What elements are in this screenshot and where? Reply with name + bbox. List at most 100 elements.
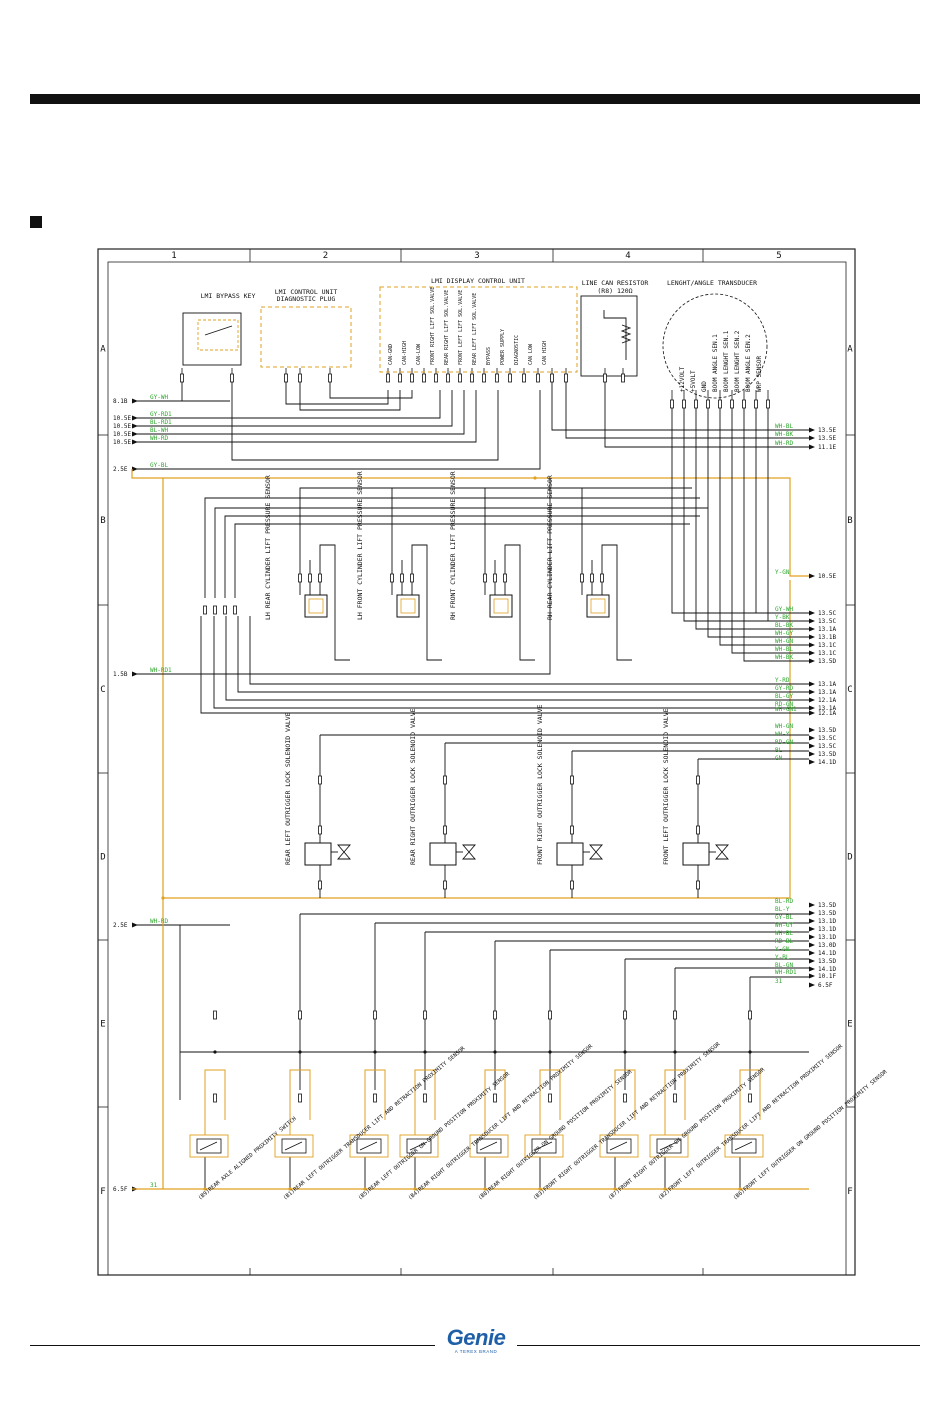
top-connector <box>564 373 568 383</box>
display-pin-label: POWER SUPPLY <box>500 329 506 365</box>
sensor-connector <box>600 573 604 583</box>
right-ref-label: 13.1A <box>818 626 836 633</box>
pressure-sensor-element <box>308 598 324 614</box>
transducer-connector <box>718 399 722 409</box>
sensor-connector <box>493 573 497 583</box>
right-ref-label: 13.5D <box>818 902 836 909</box>
prox-connector <box>493 1010 497 1020</box>
right-ref-wire-label: BL-Y <box>775 906 790 913</box>
left-ref-arrow <box>132 398 138 404</box>
valve-connector <box>696 775 700 785</box>
sensor-wire <box>504 544 535 661</box>
right-ref-wire-label: WH-GN <box>775 723 793 730</box>
row-label-right: A <box>847 345 853 355</box>
right-ref-arrow <box>809 650 815 656</box>
diag-plug-box <box>260 306 352 368</box>
right-ref-label: 13.1D <box>818 934 836 941</box>
prox-switch-contact <box>479 1141 498 1151</box>
right-ref-arrow <box>809 610 815 616</box>
column-label: 5 <box>776 251 781 261</box>
transducer-connector <box>682 399 686 409</box>
prox-sensor-box <box>524 1134 564 1158</box>
right-ref-wire-label: WH-BL <box>775 646 793 653</box>
genie-logo: Genie A TEREX BRAND <box>441 1327 511 1355</box>
valve-connector <box>570 775 574 785</box>
transducer-wire <box>731 408 809 654</box>
right-ref-label: 13.5C <box>818 618 836 625</box>
right-ref-wire-label: WH-BK <box>775 431 793 438</box>
column-label: 4 <box>625 251 630 261</box>
display-pin-label: CAN-HIGH <box>402 341 408 365</box>
valve-connector <box>318 775 322 785</box>
transducer-pin-label: +5VOLT <box>690 370 697 392</box>
sensor-connector <box>400 573 404 583</box>
right-ref-wire-label: WH-BK <box>775 654 793 661</box>
right-ref-label: 13.5C <box>818 743 836 750</box>
prox-connector <box>623 1010 627 1020</box>
right-ref-arrow <box>809 573 815 579</box>
right-ref-label: 13.0D <box>818 942 836 949</box>
junction <box>483 1187 487 1191</box>
right-ref-wire-label: BL-GN <box>775 962 793 969</box>
valve-connector <box>443 825 447 835</box>
transducer-wire <box>671 408 809 614</box>
bus-wire <box>132 390 541 470</box>
solenoid-coil <box>682 842 710 866</box>
bus-wire <box>132 390 441 419</box>
junction <box>413 1187 417 1191</box>
right-ref-arrow <box>809 626 815 632</box>
prox-sensor-label: (B3)FRONT RIGHT OUTRIGGER TRANSDUCER LIF… <box>532 1041 722 1201</box>
prox-switch-contact <box>659 1141 678 1151</box>
right-ref-arrow <box>809 427 815 433</box>
valve-connector <box>443 880 447 890</box>
prox-connector <box>623 1093 627 1103</box>
pressure-sensor-box <box>489 594 513 618</box>
sensor-connector <box>298 573 302 583</box>
bus-wire <box>329 382 413 399</box>
sensor-connector <box>213 605 217 615</box>
right-ref-arrow <box>809 634 815 640</box>
sensor-wire <box>391 487 502 560</box>
right-ref-wire-label: WH-BL <box>775 930 793 937</box>
right-ref-arrow <box>809 973 815 979</box>
switch-contact <box>204 325 233 336</box>
transducer-wire <box>719 408 809 646</box>
prox-sensor-element <box>531 1138 557 1154</box>
transducer-connector <box>670 399 674 409</box>
wiring-lines <box>131 368 815 1192</box>
top-connector <box>470 373 474 383</box>
left-ref-label: 6.5F <box>113 1186 128 1193</box>
display-pin-label: FRONT RIGHT LIFT SOL.VALVE <box>430 287 436 365</box>
sensor-return <box>213 616 809 709</box>
prox-sensor-box <box>274 1134 314 1158</box>
prox-sensor-element <box>731 1138 757 1154</box>
right-ref-arrow <box>809 942 815 948</box>
junction <box>748 1050 752 1054</box>
prox-sensor-element <box>281 1138 307 1154</box>
top-connector <box>603 373 607 383</box>
transducer-wire <box>755 408 809 614</box>
right-ref-wire-label: BL <box>775 747 783 754</box>
prox-sensor-label: (B2)FRONT LEFT OUTRIGGER TRANSDUCER LIFT… <box>657 1043 844 1201</box>
transducer-connector <box>694 399 698 409</box>
right-ref-label: 13.5D <box>818 658 836 665</box>
display-pin-label: REAR RIGHT LIFT SOL.VALVE <box>444 290 450 365</box>
schematic-frame <box>97 248 856 1276</box>
prox-connector <box>548 1093 552 1103</box>
column-label: 3 <box>474 251 479 261</box>
sensor-connector <box>203 605 207 615</box>
right-ref-arrow <box>809 435 815 441</box>
right-ref-label: 14.1D <box>818 950 836 957</box>
transducer-outline <box>662 293 768 399</box>
left-ref-arrow <box>132 922 138 928</box>
display-pin-label: BYPASS <box>486 347 492 365</box>
right-ref-wire-label: GY-WH <box>775 606 793 613</box>
prox-connector <box>373 1093 377 1103</box>
logo-tagline: A TEREX BRAND <box>454 1349 498 1354</box>
top-connector <box>621 373 625 383</box>
right-ref-wire-label: WH-GN <box>775 638 793 645</box>
right-ref-wire-label: WH-BL <box>775 423 793 430</box>
footer-rule-right <box>517 1345 920 1346</box>
sensor-bus <box>214 507 708 598</box>
pressure-sensor-element <box>400 598 416 614</box>
